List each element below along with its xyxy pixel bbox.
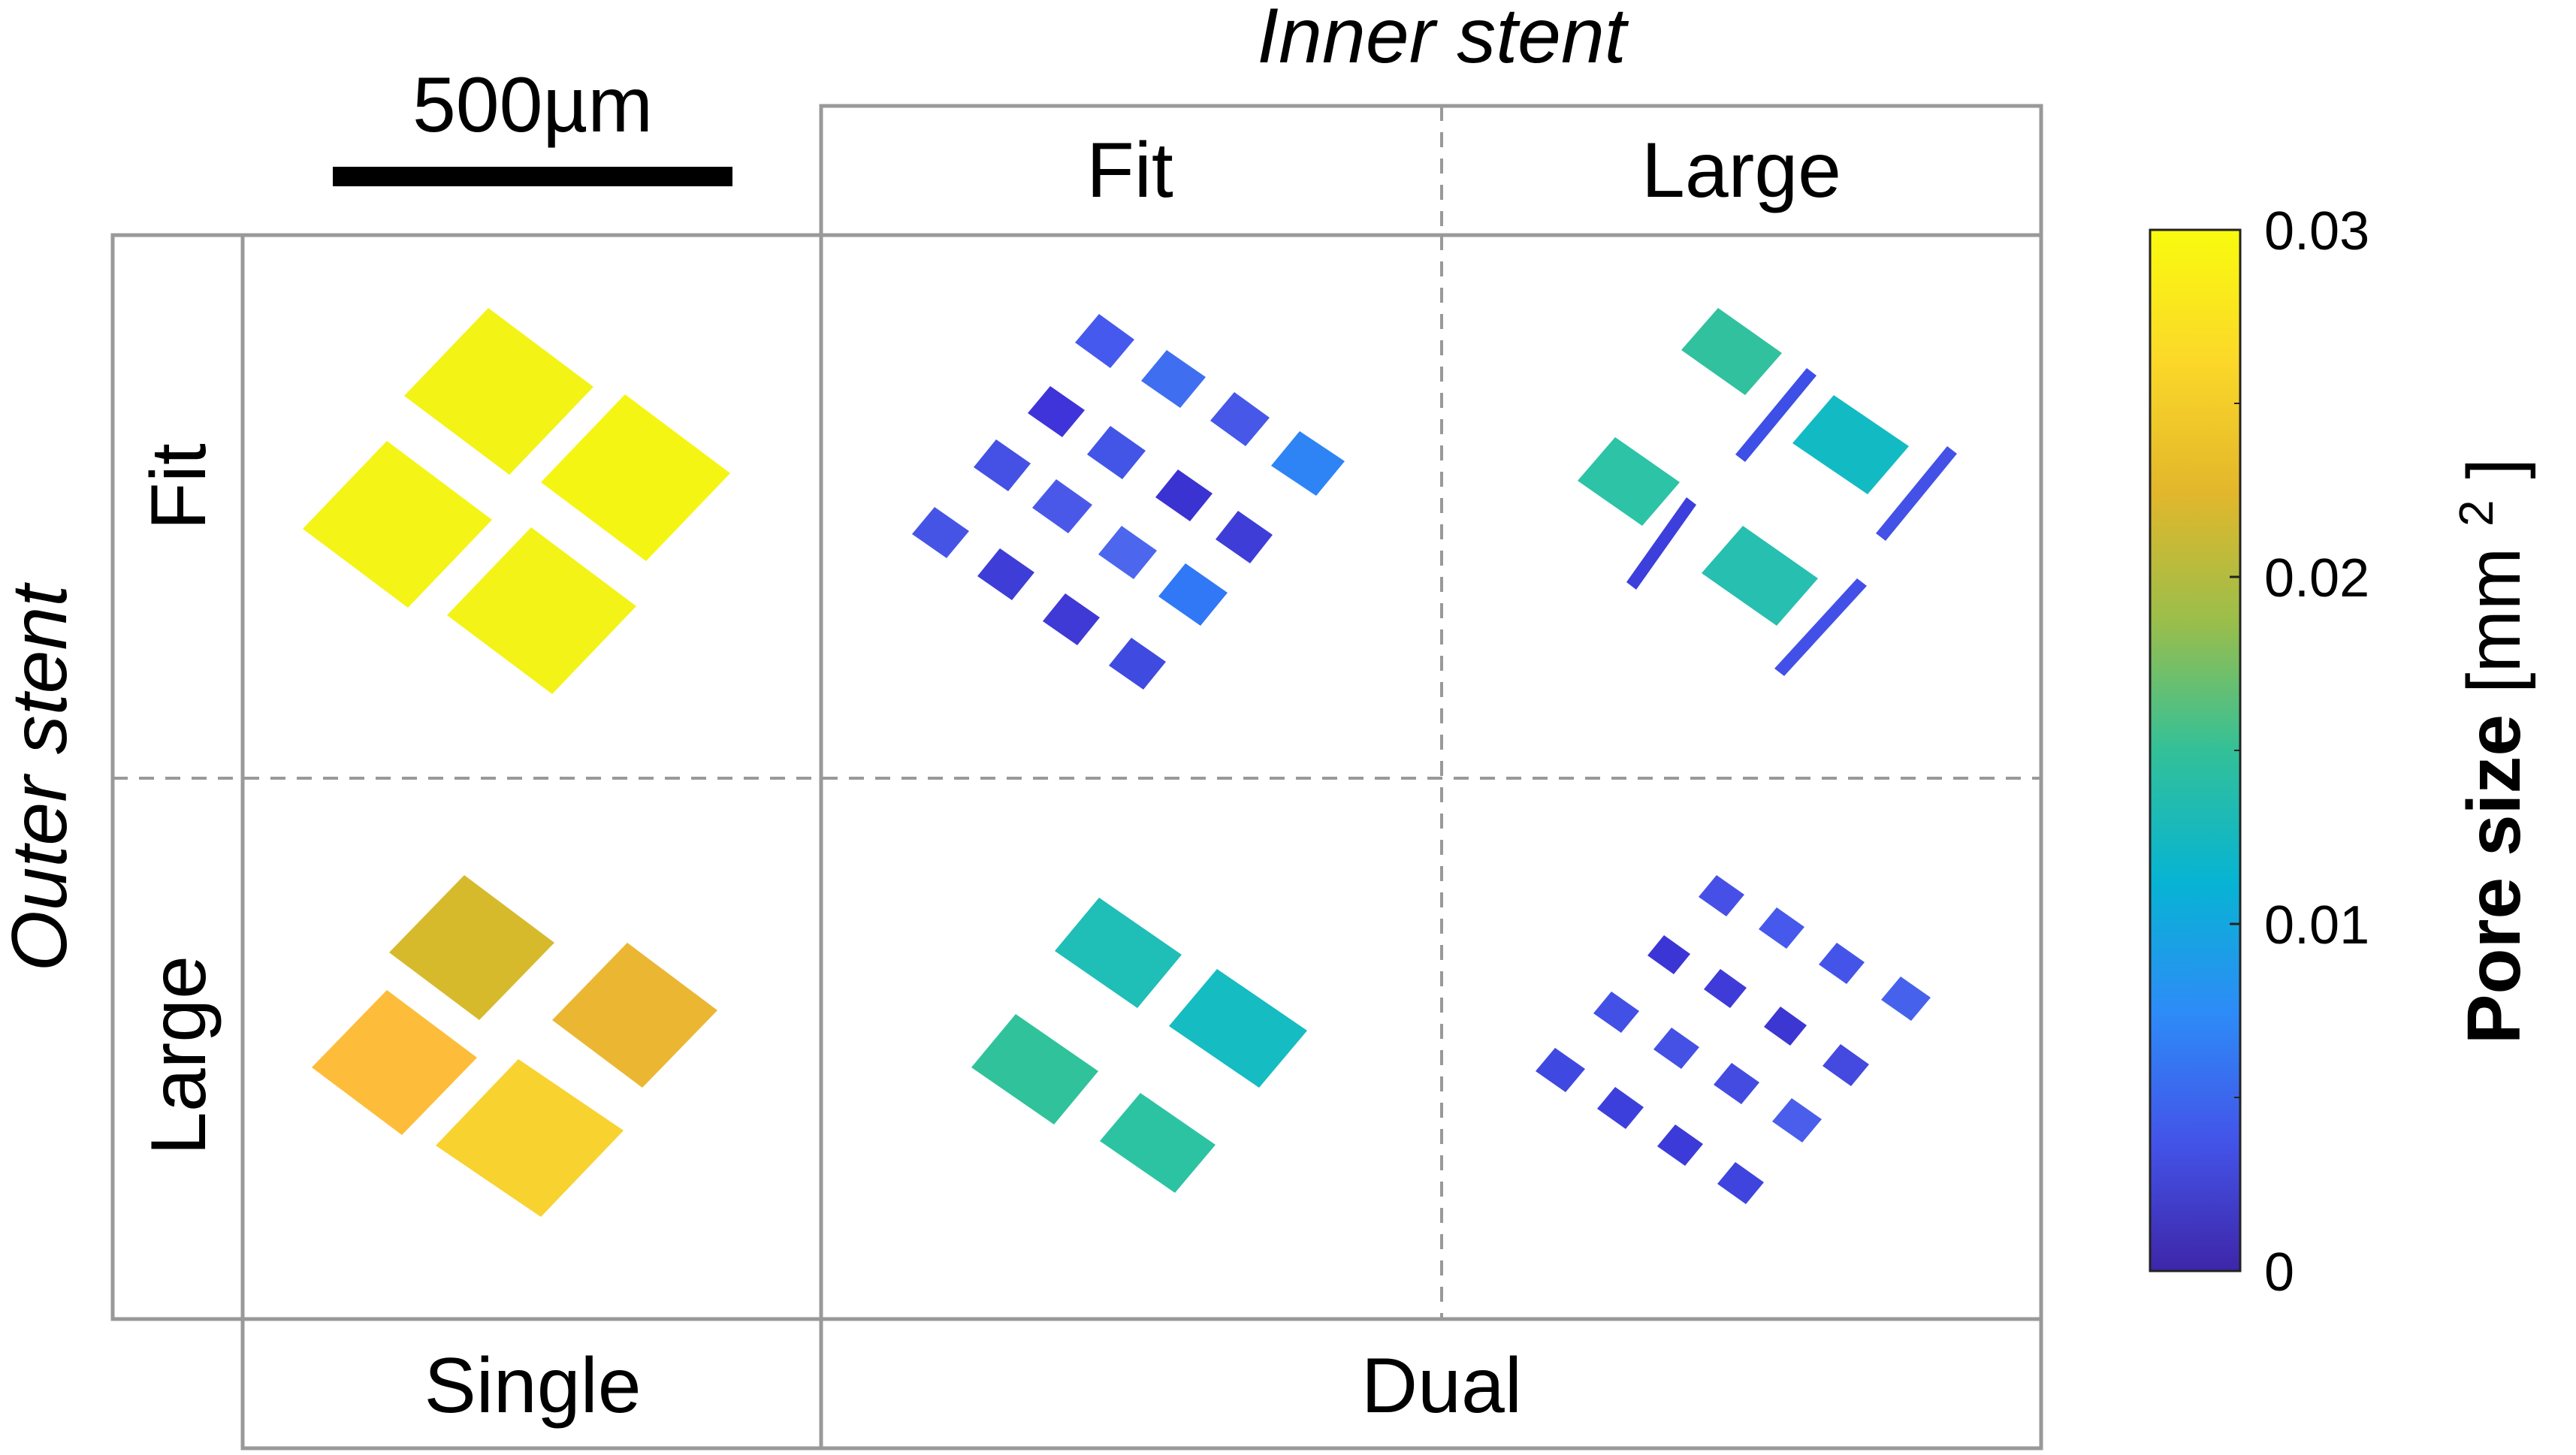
pore	[1772, 1098, 1822, 1143]
pore	[1593, 992, 1639, 1033]
colorbar-ticks: 0 0.01 0.02 0.03	[2230, 201, 2369, 1303]
pore	[552, 943, 717, 1088]
scale-bar-line	[333, 167, 732, 186]
outer-row-label-large: Large	[135, 955, 222, 1155]
pore	[1109, 638, 1166, 690]
pore	[447, 527, 636, 694]
panel-dual-fit-large	[971, 898, 1307, 1193]
colorbar-label-bold: Pore size	[2452, 714, 2536, 1044]
pore	[1657, 1124, 1703, 1166]
pore	[1087, 426, 1146, 479]
colorbar-tick-label: 0.03	[2264, 201, 2369, 261]
pore	[1626, 497, 1696, 590]
pore	[1098, 526, 1157, 579]
inner-stent-header-box	[819, 104, 2043, 237]
outer-row-label-fit: Fit	[135, 443, 222, 530]
pore	[1699, 875, 1744, 916]
outer-stent-title: Outer stent	[0, 582, 83, 972]
inner-stent-title: Inner stent	[1257, 0, 1629, 80]
pore	[1735, 368, 1816, 462]
inner-col-label-large: Large	[1641, 127, 1841, 214]
colorbar: 0 0.01 0.02 0.03 Pore size [mm 2 ]	[2149, 201, 2536, 1303]
pore	[1158, 563, 1228, 626]
pore	[1032, 479, 1092, 533]
pore	[404, 308, 593, 475]
pore	[1764, 1007, 1807, 1046]
panel-single-large	[312, 875, 717, 1217]
pore	[1578, 437, 1680, 526]
pore	[1792, 395, 1909, 494]
pore	[1155, 469, 1213, 521]
pore	[912, 507, 969, 558]
pore	[971, 1014, 1098, 1124]
pore	[1055, 898, 1182, 1008]
pore	[303, 441, 492, 608]
pore	[1774, 578, 1867, 676]
pore	[1759, 907, 1804, 949]
panel-single-fit	[303, 308, 730, 694]
colorbar-label-unit: [mm	[2452, 548, 2536, 693]
scale-bar-label: 500µm	[412, 62, 653, 149]
pore	[1881, 977, 1931, 1021]
pore	[1876, 446, 1957, 541]
pore	[1717, 1162, 1764, 1204]
pore	[1141, 350, 1206, 408]
pore	[1823, 1044, 1869, 1086]
pore	[1216, 511, 1273, 563]
panel-dual-large-fit	[1578, 308, 1957, 676]
pore	[1075, 314, 1134, 368]
colorbar-gradient	[2149, 228, 2242, 1272]
colorbar-label-sup: 2	[2449, 500, 2503, 527]
pore	[1681, 308, 1782, 395]
pore	[1271, 431, 1345, 496]
panel-dual-fit-fit	[912, 314, 1345, 690]
pore	[1100, 1093, 1216, 1193]
pore	[1169, 969, 1307, 1088]
colorbar-tick-label: 0	[2264, 1242, 2294, 1303]
pore	[1536, 1048, 1585, 1092]
pore	[977, 548, 1034, 600]
pore	[1714, 1063, 1759, 1104]
pore	[1704, 969, 1747, 1008]
colorbar-tick-label: 0.01	[2264, 895, 2369, 955]
colorbar-label: Pore size [mm 2 ]	[2425, 458, 2536, 1044]
pore	[1702, 526, 1818, 626]
bottom-label-single: Single	[424, 1342, 641, 1429]
panel-dual-large-large	[1536, 875, 1931, 1204]
pore	[1043, 593, 1100, 645]
pore	[1597, 1087, 1644, 1129]
pore	[1819, 943, 1865, 984]
colorbar-label-close: ]	[2452, 458, 2536, 479]
bottom-label-dual: Dual	[1361, 1342, 1522, 1429]
colorbar-tick-label: 0.02	[2264, 548, 2369, 608]
scale-bar: 500µm	[333, 62, 732, 186]
pore	[974, 439, 1031, 491]
pore	[436, 1059, 624, 1217]
bottom-label-box	[240, 1317, 2043, 1450]
pore	[1647, 935, 1690, 974]
pore	[1028, 386, 1085, 437]
pore	[1653, 1028, 1699, 1069]
inner-col-label-fit: Fit	[1086, 127, 1173, 214]
pore	[541, 394, 730, 561]
pore	[389, 875, 554, 1020]
pore	[1210, 392, 1270, 446]
pore	[312, 990, 477, 1135]
